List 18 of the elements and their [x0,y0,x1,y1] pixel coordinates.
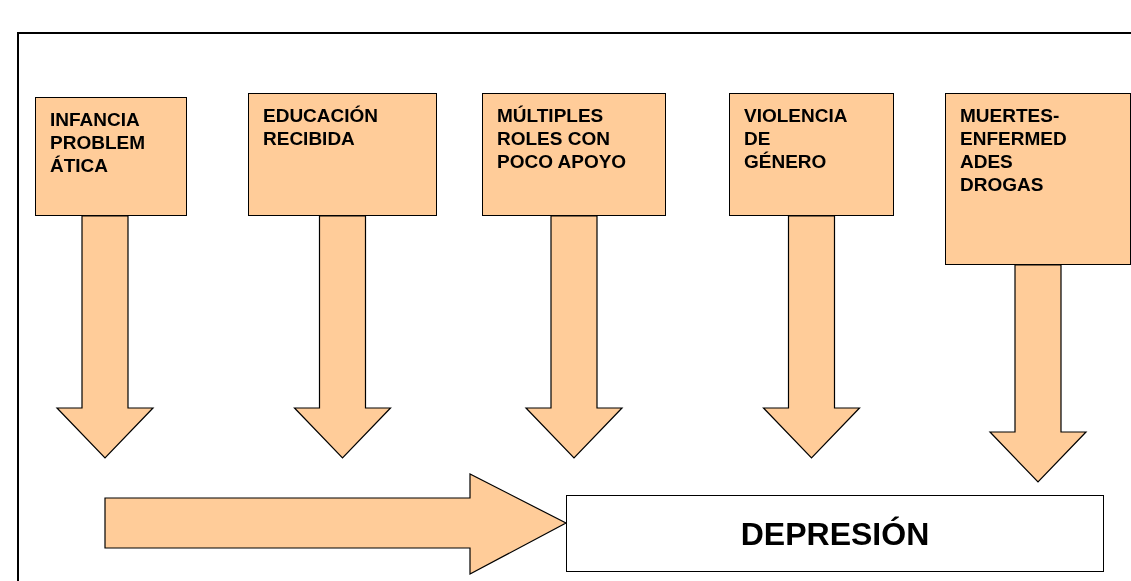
cause-box [729,93,894,216]
block-arrow [55,215,155,459]
box-label: MÚLTIPLES ROLES CON POCO APOYO [497,104,628,173]
block-arrow [762,215,861,459]
box-label: DEPRESIÓN [740,515,930,552]
result-box [566,495,1104,572]
cause-box [248,93,437,216]
box-label: INFANCIA PROBLEMÁTICA [50,108,146,177]
box-label: VIOLENCIA DE GÉNERO [744,104,848,173]
block-arrow [293,215,392,459]
block-arrow [524,215,624,459]
cause-box [482,93,666,216]
block-arrow [104,473,568,575]
block-arrow [988,264,1088,483]
box-label: MUERTES-ENFERMEDADES DROGAS [960,104,1068,196]
cause-box [35,97,187,216]
box-label: EDUCACIÓN RECIBIDA [263,104,380,150]
cause-box [945,93,1131,265]
